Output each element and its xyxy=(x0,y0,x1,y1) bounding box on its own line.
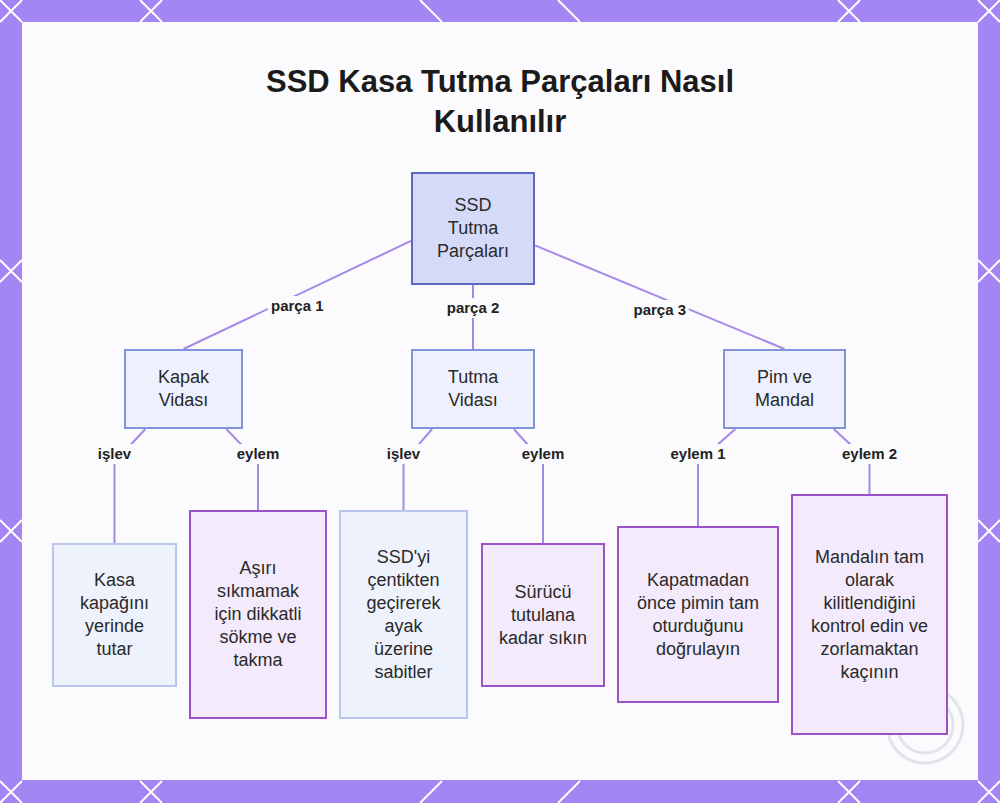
edge-label: işlev xyxy=(384,444,423,464)
edge-label: eylem xyxy=(519,444,568,464)
edge-label: eylem 2 xyxy=(839,444,900,464)
edge-label: parça 1 xyxy=(268,296,327,316)
connector-line xyxy=(184,241,412,349)
node-text: Tutma Vidası xyxy=(431,366,515,412)
part-box: Kapak Vidası xyxy=(124,349,243,429)
node-text: Kapak Vidası xyxy=(144,366,223,412)
action-box: Mandalın tam olarak kilitlendiğini kontr… xyxy=(791,494,948,735)
node-text: SSD Tutma Parçaları xyxy=(431,194,515,263)
connector-line xyxy=(535,245,785,349)
part-box: Pim ve Mandal xyxy=(723,349,846,429)
node-text: Kapatmadan önce pimin tam oturduğunu doğ… xyxy=(633,569,763,661)
node-text: Mandalın tam olarak kilitlendiğini kontr… xyxy=(807,546,932,684)
node-text: Pim ve Mandal xyxy=(743,366,826,412)
node-text: Aşırı sıkmamak için dikkatli sökme ve ta… xyxy=(205,557,311,672)
action-box: Kapatmadan önce pimin tam oturduğunu doğ… xyxy=(617,526,779,703)
diagram-title: SSD Kasa Tutma Parçaları Nasıl Kullanılı… xyxy=(200,62,800,142)
edge-label: işlev xyxy=(95,444,134,464)
action-box: Aşırı sıkmamak için dikkatli sökme ve ta… xyxy=(189,510,327,719)
node-text: Kasa kapağını yerinde tutar xyxy=(68,569,161,661)
connector-line xyxy=(226,429,258,510)
node-text: Sürücü tutulana kadar sıkın xyxy=(497,581,589,650)
node-text: SSD'yi çentikten geçirerek ayak üzerine … xyxy=(355,546,452,684)
connector-line xyxy=(404,429,433,510)
root-box: SSD Tutma Parçaları xyxy=(411,172,535,285)
action-box: Sürücü tutulana kadar sıkın xyxy=(481,543,605,687)
panel xyxy=(22,22,978,780)
function-box: Kasa kapağını yerinde tutar xyxy=(52,543,177,687)
edge-label: parça 3 xyxy=(630,300,689,320)
edge-label: eylem xyxy=(234,444,283,464)
edge-label: parça 2 xyxy=(444,298,503,318)
function-box: SSD'yi çentikten geçirerek ayak üzerine … xyxy=(339,510,468,719)
edge-label: eylem 1 xyxy=(667,444,728,464)
part-box: Tutma Vidası xyxy=(411,349,535,429)
